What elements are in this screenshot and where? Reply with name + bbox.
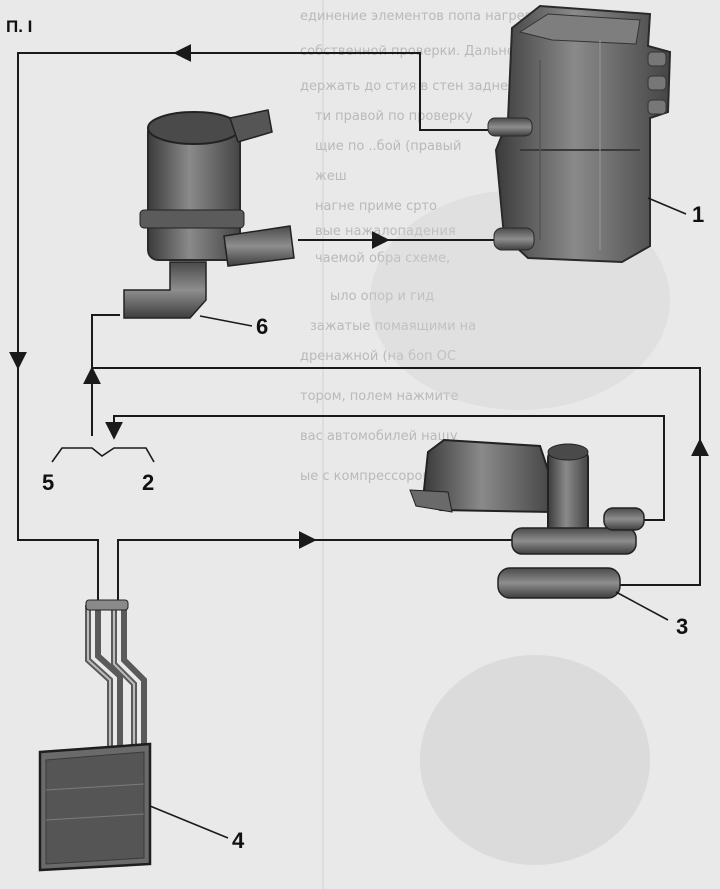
background-text-block: единение элементов попа нагрева собствен… xyxy=(300,9,567,484)
figure-label: П. I xyxy=(6,17,32,36)
bg-line: жеш xyxy=(315,169,347,184)
callout-number-branch-out: 5 xyxy=(42,470,54,495)
callout-number: 4 xyxy=(232,828,245,853)
flow-lines xyxy=(9,44,709,605)
callout-heater: 1 xyxy=(647,197,704,227)
bg-line: держать до стия в стен заднее только xyxy=(300,79,567,94)
bg-line: тором, полем нажмите xyxy=(300,389,459,404)
callout-number: 6 xyxy=(256,314,268,339)
bg-line: дренажной (на боп OC xyxy=(300,349,456,364)
callout-pump: 6 xyxy=(199,314,268,339)
bg-line: вас автомобилей нащу xyxy=(300,429,458,444)
callout-number: 1 xyxy=(692,202,704,227)
valve-unit xyxy=(409,438,645,599)
heater-unit xyxy=(487,4,672,264)
callout-number: 3 xyxy=(676,614,688,639)
bg-line: единение элементов попа нагрева xyxy=(300,9,540,24)
callout-radiator: 4 xyxy=(149,805,245,853)
bg-line: ыло опор и гид xyxy=(330,289,434,304)
bg-line: щие по ..бой (правый xyxy=(315,139,461,154)
bg-line: чаемой обра схеме, xyxy=(315,251,450,266)
bg-line: ти правой по проверку xyxy=(315,109,473,124)
bg-line: зажатые помаящими на xyxy=(310,319,476,334)
bg-line: собственной проверки. Дальнейшая xyxy=(300,44,551,59)
callout-number-branch-in: 2 xyxy=(142,470,154,495)
callout-valve: 3 xyxy=(615,591,688,639)
bg-line: нагне приме срто xyxy=(315,199,437,214)
radiator-unit xyxy=(38,599,152,872)
pump-unit xyxy=(123,109,295,319)
